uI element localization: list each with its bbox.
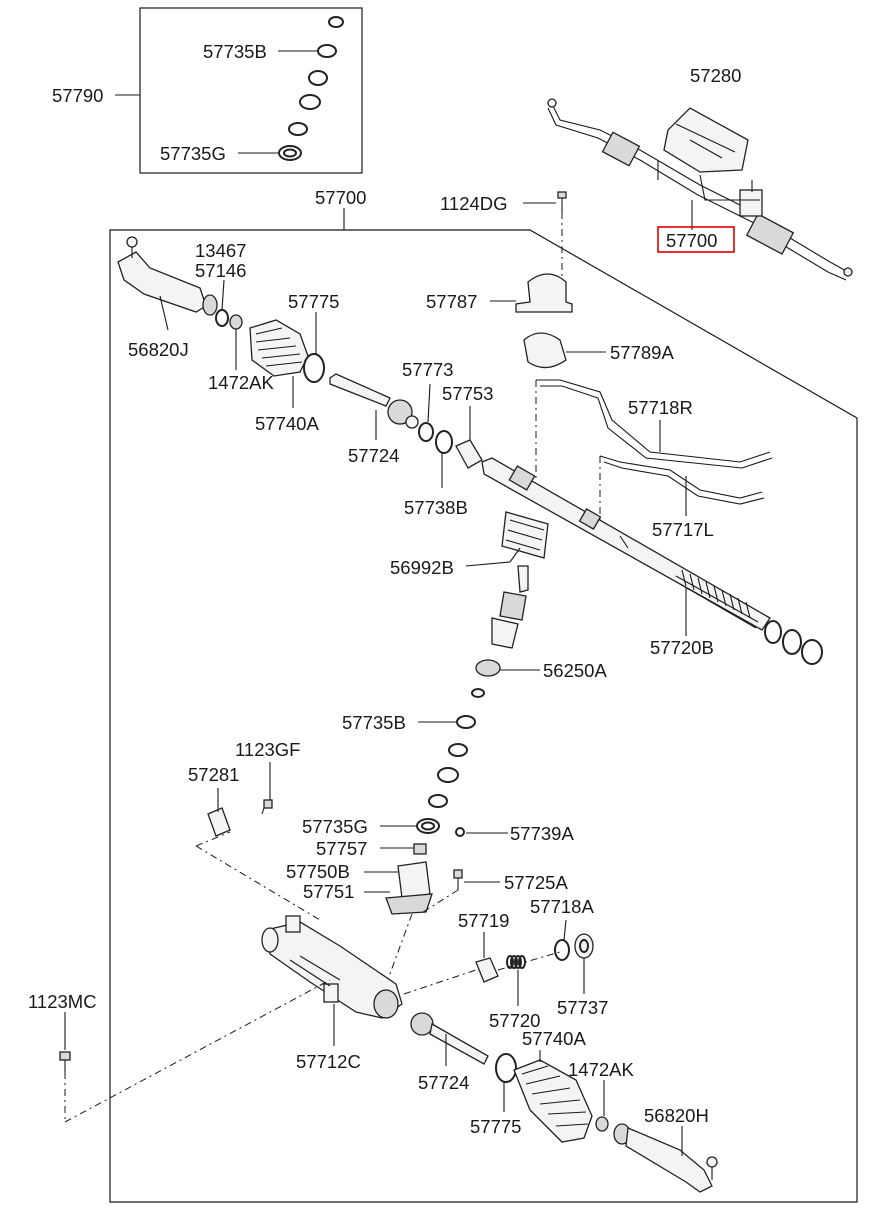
label-57739a: 57739A [510,823,574,844]
label-57712c: 57712C [296,1051,361,1072]
ring-57773 [418,422,434,442]
pinion-seal-rings [416,688,485,834]
label-57735g-top: 57735G [160,143,226,164]
label-57724-top: 57724 [348,445,399,466]
nut-57737 [574,933,594,959]
label-57787: 57787 [426,291,477,312]
oring-57739a [455,827,465,837]
label-57718r: 57718R [628,397,693,418]
pipe-57718r [536,379,771,463]
label-57750b: 57750B [286,861,350,882]
lock-nut-57146 [215,309,229,327]
inner-tie-rod-bottom [410,1012,489,1065]
clip-1472ak-bottom [595,1116,609,1132]
boot-57740a-top [249,319,309,377]
label-56820h: 56820H [644,1105,709,1126]
ring-57718a [554,939,570,961]
label-57718a: 57718A [530,896,594,917]
label-1472ak-top: 1472AK [208,372,274,393]
yoke-cover [385,861,433,915]
label-57719: 57719 [458,910,509,931]
label-57775-top: 57775 [288,291,339,312]
label-1123gf: 1123GF [235,739,300,760]
bolt-57725a [453,869,463,890]
label-56992b: 56992B [390,557,454,578]
clip-1472ak-top [229,314,243,330]
inner-tie-rod-top [329,373,419,429]
ring-57738b [435,430,453,454]
clamp-57775-top [303,353,325,383]
plug-57719 [475,957,499,983]
bolt-1123mc [59,1051,71,1072]
label-57740a-bottom: 57740A [522,1028,586,1049]
label-56250a: 56250A [543,660,607,681]
label-13467: 13467 [195,240,246,261]
label-57775-bottom: 57775 [470,1116,521,1137]
label-57735b-top: 57735B [203,41,267,62]
bushing-57753 [455,439,483,469]
label-56820j: 56820J [128,339,189,360]
label-57789a: 57789A [610,342,674,363]
tie-rod-end-right [613,1123,718,1193]
label-57280: 57280 [690,65,741,86]
clamp-57775-bottom [495,1053,517,1083]
label-57773: 57773 [402,359,453,380]
reference-rack-assembly [547,98,853,281]
main-assembly-frame [109,229,858,1203]
seal-kit-box [139,7,363,174]
boot-57740a-bottom [513,1059,593,1143]
bracket-57281 [207,807,231,837]
seal-kit-rings [278,16,344,161]
gear-housing-57712c [261,915,403,1019]
label-1124dg: 1124DG [440,193,508,214]
label-57720b: 57720B [650,637,714,658]
label-57700-main: 57700 [315,187,366,208]
label-57740a-top: 57740A [255,413,319,434]
bushing-57789a [523,332,567,369]
label-57738b: 57738B [404,497,468,518]
label-57790: 57790 [52,85,103,106]
label-57717l: 57717L [652,519,714,540]
pipe-57717l [599,455,763,499]
bolt-1124dg [557,191,567,212]
label-57281: 57281 [188,764,239,785]
label-57724-bottom: 57724 [418,1072,469,1093]
label-57753: 57753 [442,383,493,404]
spring-57720 [506,955,526,969]
label-57700-ref: 57700 [666,230,717,251]
bolt-1123gf [261,799,273,815]
label-1123mc: 1123MC [28,991,97,1012]
assembly-highlight-box [657,226,735,253]
rack-housing-57720b [481,457,771,631]
seal-56250a [475,659,501,677]
spring-57757 [413,843,427,855]
bracket-57787 [515,273,573,313]
label-57737: 57737 [557,997,608,1018]
label-57735b-mid: 57735B [342,712,406,733]
pinion-shaft [491,565,529,649]
label-57735g-mid: 57735G [302,816,368,837]
label-1472ak-bottom: 1472AK [568,1059,634,1080]
part-number-labels: 57790 57735B 57735G 57280 57700 57700 11… [28,41,741,1137]
label-57757: 57757 [316,838,367,859]
label-57146: 57146 [195,260,246,281]
label-57725a: 57725A [504,872,568,893]
tie-rod-end-left [117,236,218,316]
label-57720: 57720 [489,1010,540,1031]
label-57751: 57751 [303,881,354,902]
